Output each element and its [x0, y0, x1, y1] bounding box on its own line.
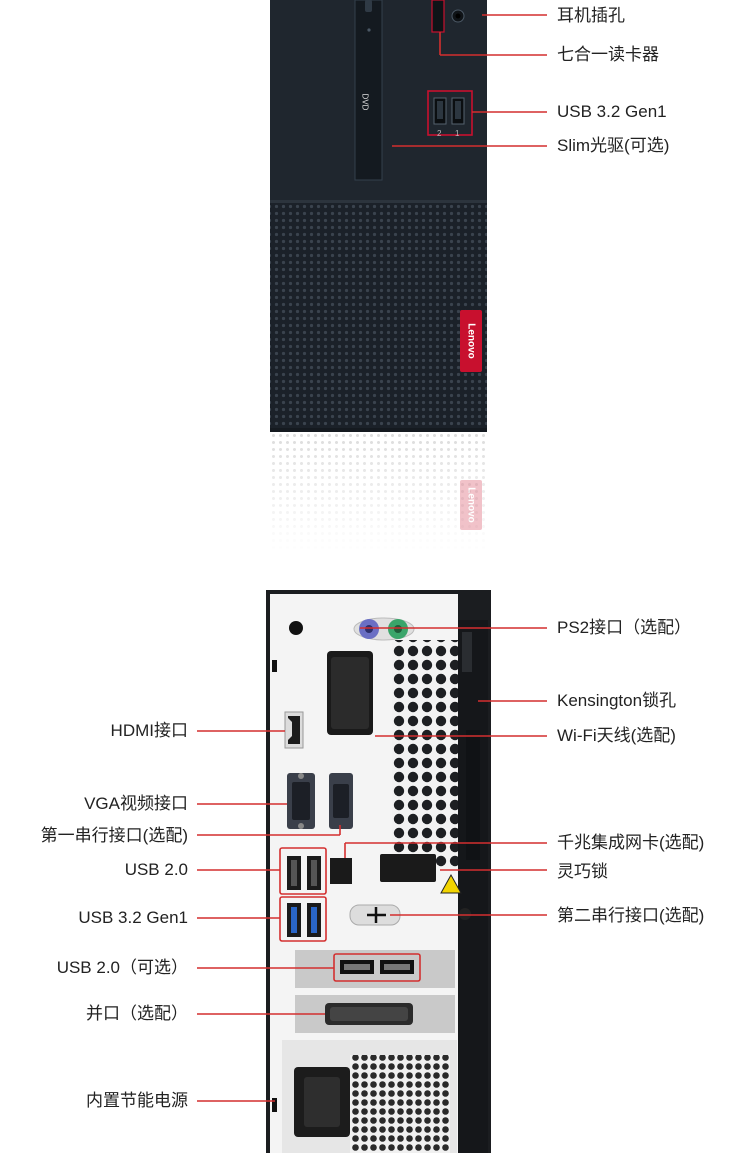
- front-case: [270, 0, 487, 432]
- rear-case: [266, 590, 491, 1153]
- case-reflection: [270, 432, 487, 552]
- label-kensington: Kensington锁孔: [557, 691, 677, 710]
- label-vga: VGA视频接口: [84, 794, 188, 813]
- expansion-usb-card: [340, 960, 414, 974]
- label-card-reader: 七合一读卡器: [557, 45, 659, 64]
- serial-port-1: [329, 773, 353, 829]
- label-front-usb32: USB 3.2 Gen1: [557, 102, 667, 121]
- front-usb-ports: [427, 90, 473, 136]
- rear-usb20-ports: [287, 856, 321, 890]
- hdmi-port: [284, 711, 304, 749]
- parallel-port: [325, 1003, 413, 1025]
- power-supply: [282, 1040, 457, 1153]
- usb-port-number-1: 1: [455, 129, 460, 138]
- front-callouts: [392, 14, 547, 147]
- rear-right-callouts: [344, 627, 547, 916]
- lenovo-logo-reflection: Lenovo: [460, 480, 482, 530]
- usb-port-number-2: 2: [437, 129, 442, 138]
- label-rear-usb32: USB 3.2 Gen1: [78, 908, 188, 927]
- label-serial-1: 第一串行接口(选配): [40, 826, 188, 845]
- label-slim-drive: Slim光驱(可选): [557, 136, 670, 155]
- lenovo-logo: Lenovo: [460, 310, 482, 372]
- headphone-jack-area: [431, 0, 465, 33]
- vga-port: [287, 773, 315, 829]
- label-ps2: PS2接口（选配）: [557, 618, 692, 637]
- label-usb20: USB 2.0: [124, 860, 188, 879]
- label-lan: 千兆集成网卡(选配): [557, 833, 705, 852]
- label-smart-lock: 灵巧锁: [557, 862, 608, 881]
- rear-left-callouts: [197, 730, 421, 1102]
- label-wifi: Wi-Fi天线(选配): [557, 726, 676, 745]
- optical-drive: [354, 0, 383, 181]
- label-hdmi: HDMI接口: [110, 721, 188, 740]
- dvd-mark: DVD: [360, 93, 370, 111]
- label-usb20-optional: USB 2.0（可选）: [56, 958, 188, 977]
- label-serial-2: 第二串行接口(选配): [557, 906, 705, 925]
- label-psu: 内置节能电源: [86, 1091, 188, 1110]
- rear-usb32-ports: [287, 903, 321, 937]
- ps2-ports: [353, 617, 415, 641]
- label-parallel: 并口（选配）: [86, 1004, 188, 1023]
- label-headphone-jack: 耳机插孔: [557, 6, 625, 25]
